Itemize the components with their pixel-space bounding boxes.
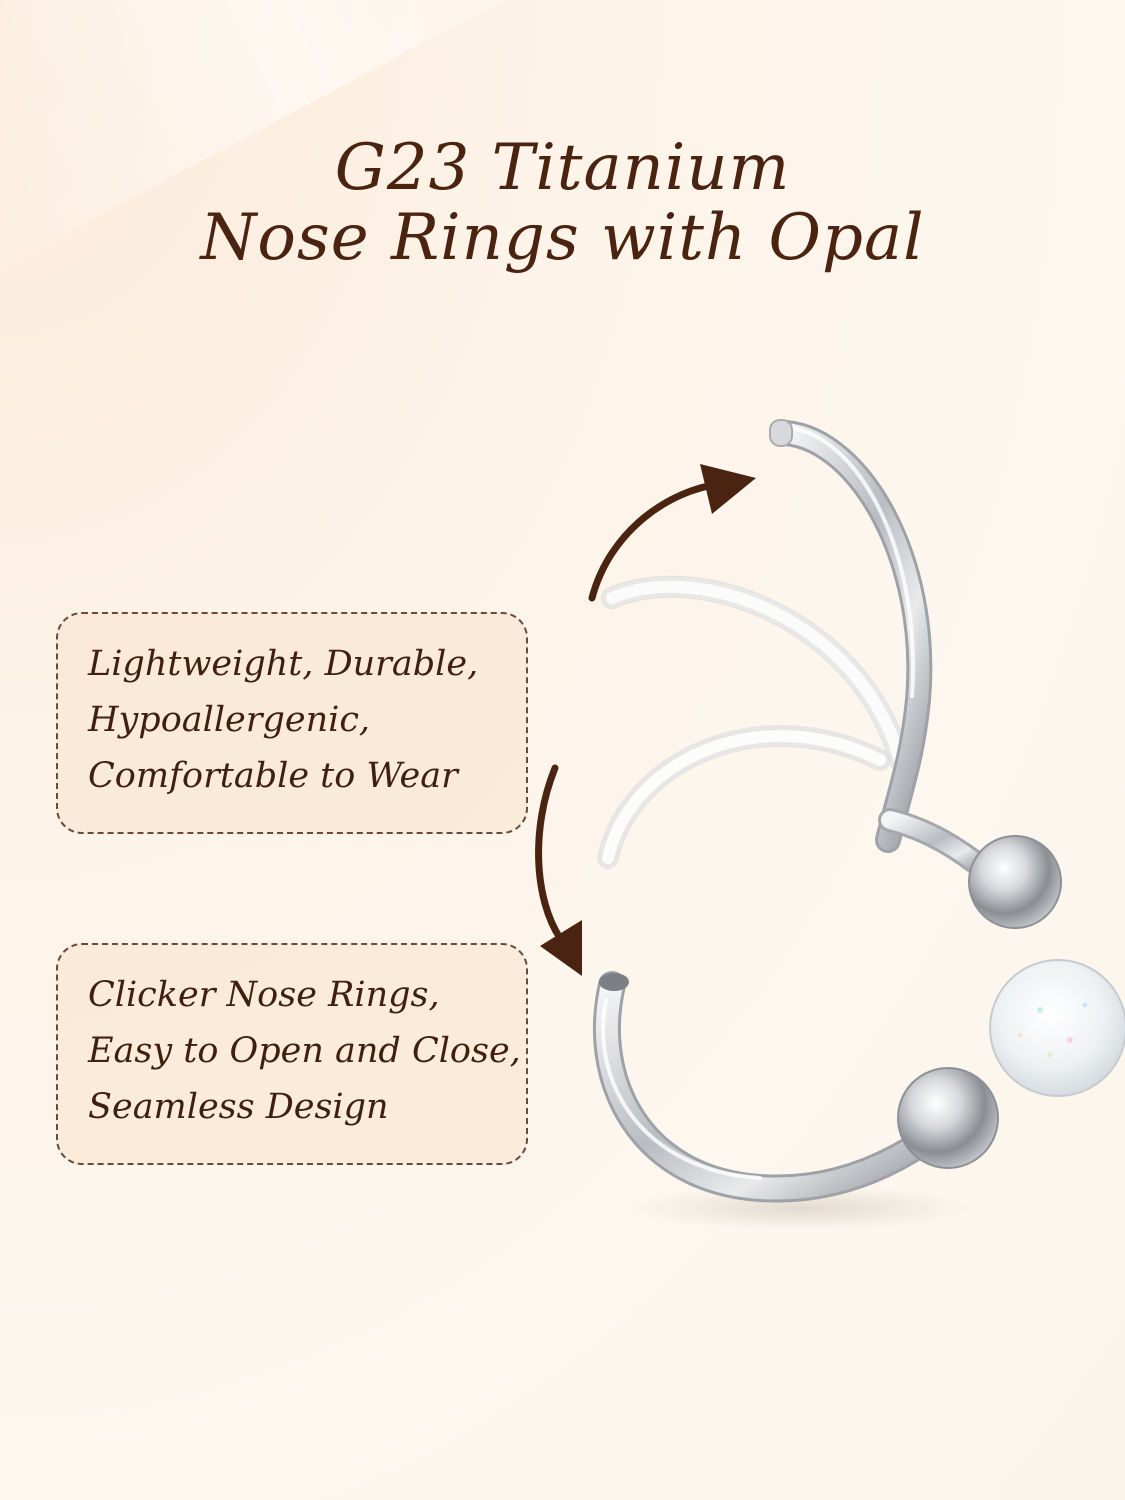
page-title-line-1: G23 Titanium xyxy=(334,131,791,205)
ring-shadow xyxy=(630,1186,970,1230)
curved-arrow-down-icon xyxy=(535,764,582,976)
feature-line: Clicker Nose Rings, xyxy=(88,975,440,1015)
feature-box-materials: Lightweight, Durable, Hypoallergenic, Co… xyxy=(56,612,528,834)
ring-open-end xyxy=(599,973,629,991)
top-metal-bead xyxy=(968,835,1062,929)
feature-line: Lightweight, Durable, xyxy=(88,644,479,684)
opal-bead xyxy=(989,959,1125,1097)
curved-arrow-up-right-icon xyxy=(588,464,756,602)
bottom-metal-bead xyxy=(897,1067,999,1169)
page-title-line-2: Nose Rings with Opal xyxy=(200,201,925,275)
feature-box-clicker: Clicker Nose Rings, Easy to Open and Clo… xyxy=(56,943,528,1165)
opal-fire-flecks xyxy=(1018,1002,1088,1058)
feature-line: Seamless Design xyxy=(88,1087,389,1127)
ghost-hinge-positions xyxy=(597,575,911,869)
feature-line: Hypoallergenic, xyxy=(88,700,371,740)
feature-line: Easy to Open and Close, xyxy=(88,1031,521,1071)
feature-line: Comfortable to Wear xyxy=(88,756,458,796)
hinge-tip xyxy=(769,419,793,447)
